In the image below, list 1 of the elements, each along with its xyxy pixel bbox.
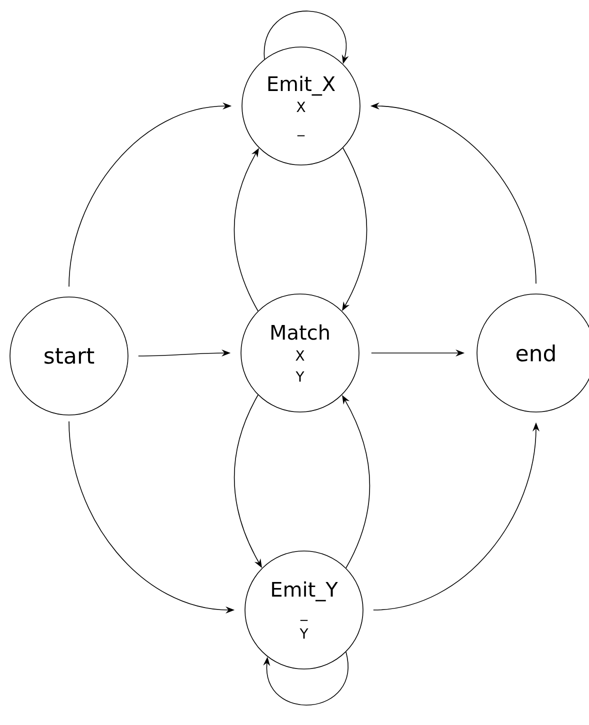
arrow: [263, 652, 348, 706]
